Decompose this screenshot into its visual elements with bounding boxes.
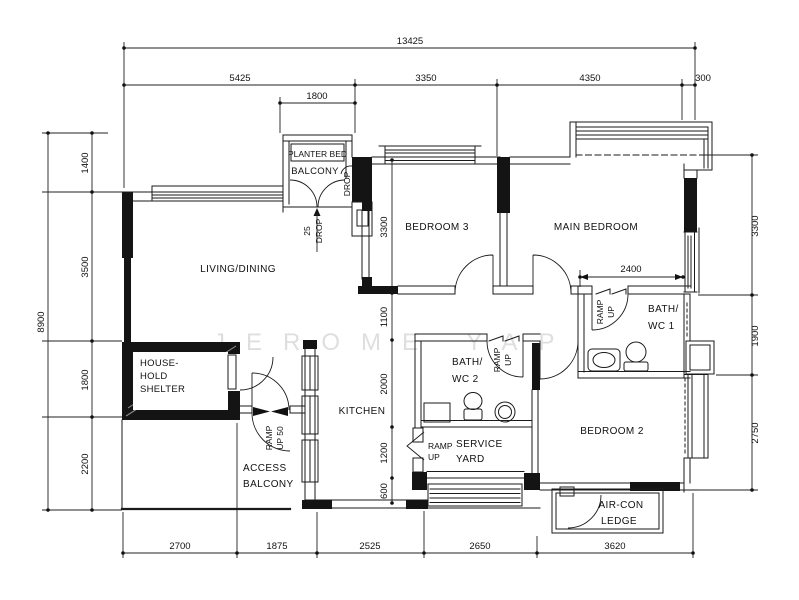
dim-top-1: 3350 — [415, 73, 436, 84]
dim-left-3: 2200 — [80, 453, 91, 474]
bath-wc2-basin — [494, 401, 516, 423]
aircon-ledge-label-2: LEDGE — [601, 516, 637, 527]
service-yard-label-2: YARD — [456, 454, 485, 465]
bath-wc1-toilet — [623, 341, 649, 372]
dim-int-1: 1100 — [379, 307, 390, 327]
dim-bottom-0: 2700 — [169, 541, 190, 552]
bath-wc2-label-1: BATH/ — [452, 357, 483, 368]
dim-right-0: 3300 — [750, 215, 761, 236]
dim-overall-height: 8900 — [36, 311, 47, 332]
dim-int-3: 1200 — [379, 442, 390, 463]
drop25-value: 25 — [302, 226, 312, 236]
dim-left-2: 1800 — [80, 369, 91, 390]
dimension-annotations: 13425 5425 3350 4350 300 1800 8900 1400 … — [36, 36, 761, 558]
bath-wc2-ramp-up: UP — [503, 354, 513, 366]
entrance-ramp: RAMP — [264, 425, 274, 450]
dim-top-0: 5425 — [229, 73, 250, 84]
dim-left-0: 1400 — [80, 152, 91, 173]
bath-wc2-shower-tray — [423, 402, 451, 423]
dim-main-bedroom-width: 2400 — [620, 264, 641, 275]
walls — [120, 121, 715, 534]
bath-wc1-basin — [587, 348, 621, 372]
bath-wc2-door — [486, 335, 524, 378]
dim-int-4: 600 — [379, 483, 390, 499]
dimension-ticks — [46, 46, 754, 555]
shelter-door — [239, 356, 274, 391]
dim-overall-width: 13425 — [397, 36, 423, 47]
bath-wc1-label-1: BATH/ — [648, 304, 679, 315]
dim-right-2: 2750 — [750, 422, 761, 443]
shelter-label-1: HOUSE- — [140, 358, 179, 369]
planter-bed-label: PLANTER BED — [288, 149, 347, 159]
dim-left-1: 3500 — [80, 256, 91, 277]
dim-int-0: 3300 — [379, 216, 390, 237]
dim-bottom-3: 2650 — [469, 541, 490, 552]
room-labels: LIVING/DINING BEDROOM 3 MAIN BEDROOM BED… — [140, 149, 679, 527]
extension-lines — [42, 42, 758, 558]
bath-wc2-label-2: WC 2 — [452, 374, 479, 385]
doors — [239, 165, 629, 529]
bath-wc2-ramp: RAMP — [492, 347, 502, 372]
balcony-drop-note: DROP — [342, 171, 352, 196]
bedroom3-door — [454, 254, 494, 294]
dim-right-1: 1900 — [750, 325, 761, 346]
service-yard-ramp-up: UP — [428, 452, 440, 462]
entrance-ramp-up50: UP 50 — [275, 426, 285, 450]
dim-int-2: 2000 — [379, 373, 390, 394]
dim-bottom-1: 1875 — [266, 541, 287, 552]
bath-wc1-ramp: RAMP — [595, 299, 605, 324]
fixtures — [423, 341, 649, 423]
bath-wc2-toilet — [463, 392, 483, 421]
drop25-label: DROP — [314, 218, 324, 243]
access-balcony-label-2: BALCONY — [243, 479, 294, 490]
kitchen-label: KITCHEN — [339, 406, 386, 417]
dim-bottom-4: 3620 — [604, 541, 625, 552]
main-bedroom-door — [532, 254, 572, 294]
bath-wc1-ramp-up: UP — [606, 306, 616, 318]
main-entrance-door — [251, 372, 291, 452]
access-balcony-label-1: ACCESS — [243, 463, 287, 474]
bedroom3-label: BEDROOM 3 — [405, 222, 469, 233]
bath-wc1-door — [591, 288, 629, 331]
dim-balcony-width: 1800 — [306, 91, 327, 102]
shelter-label-2: HOLD — [140, 371, 168, 382]
service-yard-door — [406, 431, 425, 461]
aircon-ledge-label-1: AIR-CON — [598, 500, 643, 511]
service-yard-ramp: RAMP — [428, 441, 453, 451]
shelter-label-3: SHELTER — [140, 384, 185, 395]
aircon-ledge-door — [567, 494, 602, 529]
service-yard-label-1: SERVICE — [456, 439, 503, 450]
dim-top-3: 300 — [695, 73, 711, 84]
dim-top-2: 4350 — [579, 73, 600, 84]
watermark-text: JEROME YAP — [213, 329, 575, 356]
dim-bottom-2: 2525 — [359, 541, 380, 552]
bath-wc1-label-2: WC 1 — [648, 321, 675, 332]
bedroom2-label: BEDROOM 2 — [580, 426, 644, 437]
balcony-french-doors — [289, 179, 346, 208]
drop-arrow — [316, 165, 353, 252]
living-dining-label: LIVING/DINING — [200, 264, 276, 275]
dimension-lines — [47, 47, 753, 554]
main-bedroom-label: MAIN BEDROOM — [554, 222, 638, 233]
bedroom2-door — [539, 340, 579, 380]
small-annotations: DROP 25 DROP RAMP UP RAMP UP RAMP UP RAM… — [264, 171, 616, 462]
watermark: JEROME YAP — [213, 329, 575, 356]
balcony-label: BALCONY — [291, 166, 339, 177]
